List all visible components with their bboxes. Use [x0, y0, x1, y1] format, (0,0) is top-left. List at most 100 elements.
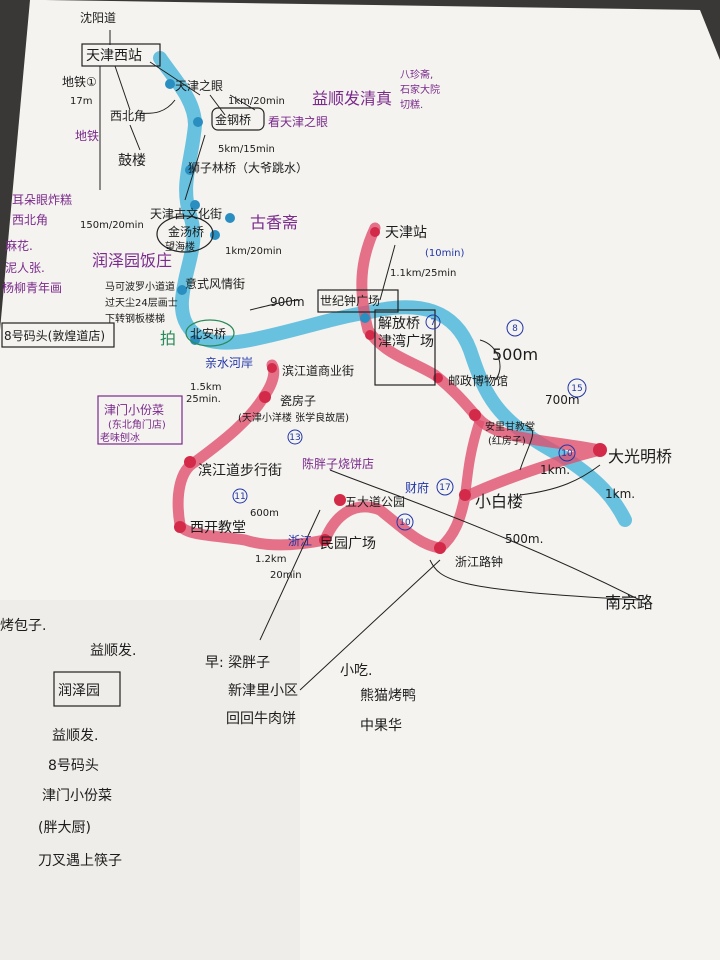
label-jintang: 金汤桥	[168, 224, 204, 239]
label-tianjin-eye: 天津之眼	[175, 79, 223, 93]
label-tianjin-west-station: 天津西站	[86, 48, 142, 64]
label-shenyang-road: 沈阳道	[80, 10, 116, 25]
label-yishunfa-2: 益顺发.	[90, 643, 136, 659]
label-nanjing-road: 南京路	[605, 593, 653, 612]
label-bazhen-0: 八珍斋,	[400, 68, 433, 81]
label-list-3: (胖大厨)	[38, 820, 91, 836]
label-chenpang: 陈胖子烧饼店	[302, 456, 374, 471]
label-italian-street: 意式风情街	[185, 276, 245, 291]
badge-7: 7	[430, 318, 436, 328]
label-snack-0: 耳朵眼炸糕	[12, 193, 72, 207]
label-breakfast-2: 回回牛肉饼	[226, 711, 296, 727]
badge-8: 8	[512, 324, 518, 334]
label-runzeyuan: 润泽园饭庄	[92, 251, 172, 270]
label-breakfast-0: 早: 梁胖子	[205, 655, 270, 671]
label-binjiang-shop: 滨江道商业街	[282, 363, 354, 378]
number-badges: 8 15 10 17 10 7 13 11	[232, 314, 587, 531]
label-dist-3: 1km/20min	[225, 246, 282, 257]
label-snack-2: 麻花.	[5, 238, 33, 253]
label-century-clock: 世纪钟广场	[320, 293, 380, 308]
label-wudadao-park: 五大道公园	[345, 495, 405, 509]
label-snacks-0: 小吃.	[340, 663, 372, 679]
paper-fold-shadow	[0, 600, 300, 960]
label-marco-2: 下转钢板楼梯	[105, 312, 165, 325]
label-wanghailou: 望海楼	[165, 240, 195, 253]
label-runze-box: 润泽园	[58, 683, 100, 699]
badge-17: 17	[439, 483, 450, 493]
label-kaobaozi: 烤包子.	[0, 618, 46, 634]
label-marco-1: 过天尘24层画士	[105, 296, 178, 309]
label-anligan: 安里甘教堂	[485, 420, 535, 433]
label-gulou: 鼓楼	[118, 153, 146, 169]
badge-13: 13	[289, 433, 300, 443]
label-photo: 拍	[160, 329, 176, 348]
label-dist-5: 900m	[270, 295, 305, 309]
annotation-lines	[1, 30, 641, 707]
label-metro1: 地铁①	[62, 75, 97, 89]
badge-10: 10	[561, 449, 573, 459]
label-breakfast-1: 新津里小区	[228, 683, 298, 699]
label-jinwan: 津湾广场	[378, 333, 434, 350]
label-snacks-1: 熊猫烤鸭	[360, 688, 416, 704]
label-list-4: 刀叉遇上筷子	[38, 852, 122, 869]
river-stops	[165, 79, 370, 345]
label-bazhen-1: 石家大院	[400, 83, 440, 96]
label-dist-13: 1.5km	[190, 382, 221, 393]
label-metro-time: 17m	[70, 96, 92, 107]
label-xiaoyoufen-0: 津门小份菜	[104, 402, 164, 417]
label-metro: 地铁	[75, 129, 99, 143]
label-dist-4: 150m/20min	[80, 220, 144, 231]
label-dist-16: 1.2km	[255, 554, 286, 565]
label-dist-9: 700m	[545, 393, 580, 407]
label-view-eye: 看天津之眼	[268, 115, 328, 129]
label-marco-0: 马可波罗小道道	[105, 280, 175, 293]
label-dist-8: 500m	[492, 345, 538, 364]
label-xiaobailou: 小白楼	[475, 492, 523, 511]
label-beian-bridge: 北安桥	[190, 326, 226, 341]
label-dist-12: 500m.	[505, 532, 543, 546]
label-dist-14: 25min.	[186, 394, 221, 405]
label-riverside: 亲水河岸	[205, 356, 253, 370]
label-post-museum: 邮政博物馆	[448, 373, 508, 388]
label-xiaoyoufen-1: (东北角门店)	[108, 418, 166, 431]
label-jiefang-bridge: 解放桥	[378, 316, 420, 332]
label-porcelain-sub: (天津小洋楼 张学良故居)	[238, 411, 349, 424]
label-minyuan: 民园广场	[320, 536, 376, 552]
label-xikai-church: 西开教堂	[190, 520, 246, 536]
label-dist-17: 20min	[270, 570, 302, 581]
label-red-house: (红房子)	[488, 434, 526, 447]
label-snack-1: 西北角	[12, 213, 48, 227]
label-zhejiang: 浙江路钟	[455, 554, 503, 569]
label-jingang-bridge: 金钢桥	[215, 112, 251, 127]
label-list-2: 津门小份菜	[42, 788, 112, 804]
label-snack-4: 杨柳青年画	[2, 280, 62, 295]
badge-15: 15	[571, 384, 582, 394]
label-tianjin-station: 天津站	[385, 225, 427, 241]
label-dist-15: 600m	[250, 508, 279, 519]
label-yishunfa: 益顺发清真	[312, 89, 392, 108]
label-zhejiang-south: 浙江	[288, 534, 312, 548]
label-dist-11: 1km.	[605, 487, 635, 501]
label-snacks-2: 中果华	[360, 718, 402, 734]
label-dist-2: 5km/15min	[218, 144, 275, 155]
label-snack-3: 泥人张.	[5, 261, 45, 275]
label-guxiangzhai: 古香斋	[250, 213, 298, 232]
label-culture-street: 天津古文化街	[150, 206, 222, 221]
label-dist-7: 1.1km/25min	[390, 268, 456, 279]
label-xibeijiao: 西北角	[110, 109, 146, 123]
label-list-0: 益顺发.	[52, 728, 98, 744]
label-porcelain: 瓷房子	[280, 393, 316, 408]
label-dist-10: 1km.	[540, 463, 570, 477]
label-shizilin: 狮子林桥（大爷跳水）	[188, 161, 308, 175]
label-caifu: 财府	[405, 480, 429, 495]
badge-11: 11	[234, 492, 245, 502]
label-xiaoyoufen-2: 老味刨冰	[100, 431, 140, 444]
label-bazhen-2: 切糕.	[400, 98, 423, 111]
label-binjiang-walk: 滨江道步行街	[198, 463, 282, 479]
label-pier8: 8号码头(敦煌道店)	[4, 328, 105, 343]
label-daguangming-bridge: 大光明桥	[608, 447, 672, 466]
badge-10b: 10	[399, 518, 411, 528]
label-dist-1: 1km/20min	[228, 96, 285, 107]
label-dist-6: (10min)	[425, 248, 464, 259]
